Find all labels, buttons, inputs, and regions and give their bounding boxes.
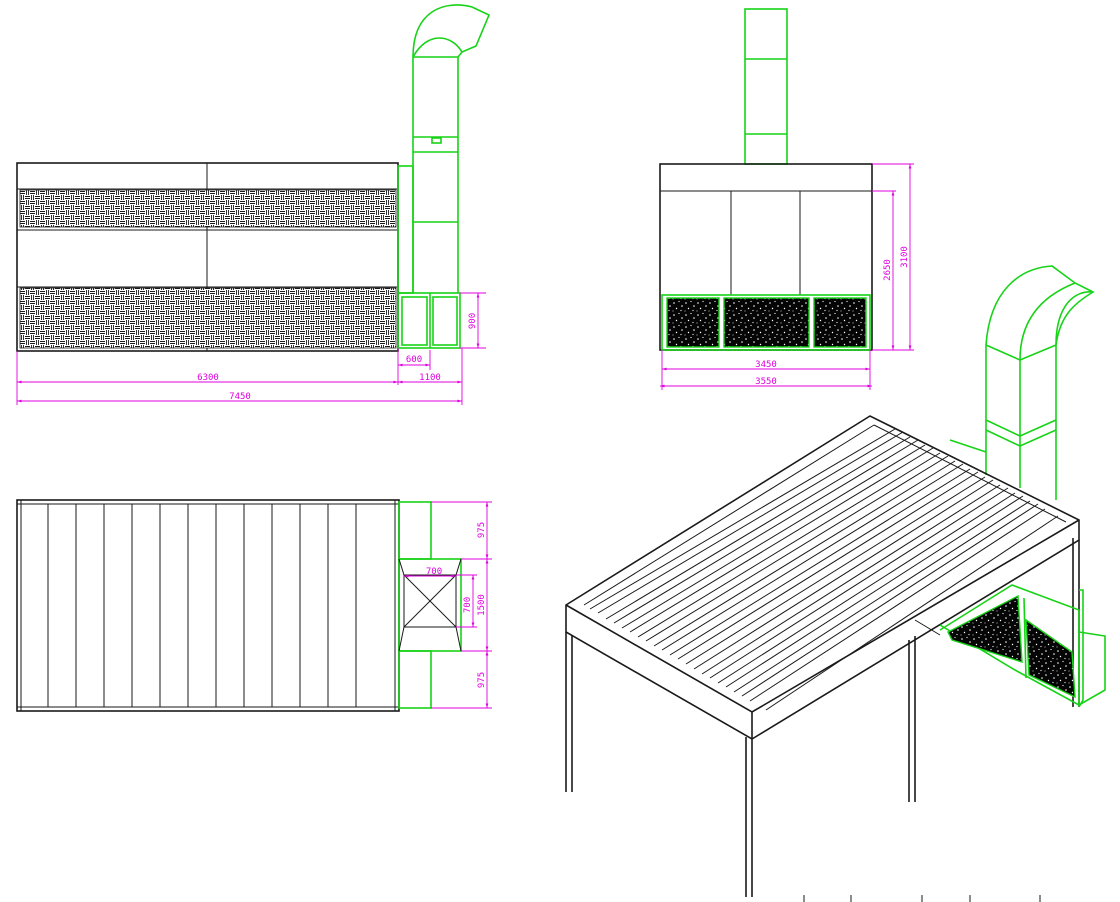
dim-plan-duct-width: 700 <box>426 567 442 577</box>
dim-booth-length: 6300 <box>197 373 219 383</box>
side-dimension-lines <box>660 163 914 390</box>
plan-duct-layout <box>398 501 462 709</box>
iso-exhaust-stack <box>949 265 1095 500</box>
dim-total-length: 7450 <box>229 392 251 402</box>
dim-plenum-height: 900 <box>468 313 478 329</box>
dim-bottom-section: 975 <box>477 672 487 688</box>
filter-panels <box>661 294 871 351</box>
exhaust-duct <box>397 4 491 349</box>
filter-panel-center <box>723 297 810 348</box>
dim-total-height: 3100 <box>900 246 910 268</box>
iso-filter-panel-left <box>947 594 1023 663</box>
isometric-view <box>565 265 1106 902</box>
lower-mesh-panel <box>19 287 397 349</box>
dim-duct-width: 600 <box>406 355 422 365</box>
iso-roof-slats <box>589 428 1059 711</box>
filter-panel-left <box>666 297 720 348</box>
upper-mesh-panel <box>19 189 397 228</box>
side-exhaust-duct <box>744 8 788 165</box>
dim-outer-width: 3550 <box>755 377 777 387</box>
dim-filter-height: 2650 <box>883 259 893 281</box>
iso-ground-ticks <box>803 895 1041 902</box>
roof-slats <box>47 504 357 707</box>
filter-panel-right <box>813 297 867 348</box>
dim-top-section: 975 <box>477 522 487 538</box>
dim-plan-duct-depth: 700 <box>463 597 473 613</box>
plan-roof-outline <box>16 499 400 712</box>
plan-dimension-lines <box>404 501 492 709</box>
booth-body <box>16 162 399 352</box>
plan-view: 975 1500 975 700 700 <box>16 499 492 712</box>
iso-frame <box>565 415 1080 897</box>
front-dimension-lines <box>16 292 486 405</box>
iso-filter-panel-right <box>1025 618 1076 699</box>
side-elevation-view: 3450 3550 2650 3100 <box>659 8 914 390</box>
front-elevation-view: 6300 600 1100 7450 900 <box>16 4 491 405</box>
dim-center-section: 1500 <box>477 594 487 616</box>
dim-inner-width: 3450 <box>755 360 777 370</box>
iso-filter-plenum <box>939 584 1106 708</box>
dim-plenum-length: 1100 <box>419 373 441 383</box>
